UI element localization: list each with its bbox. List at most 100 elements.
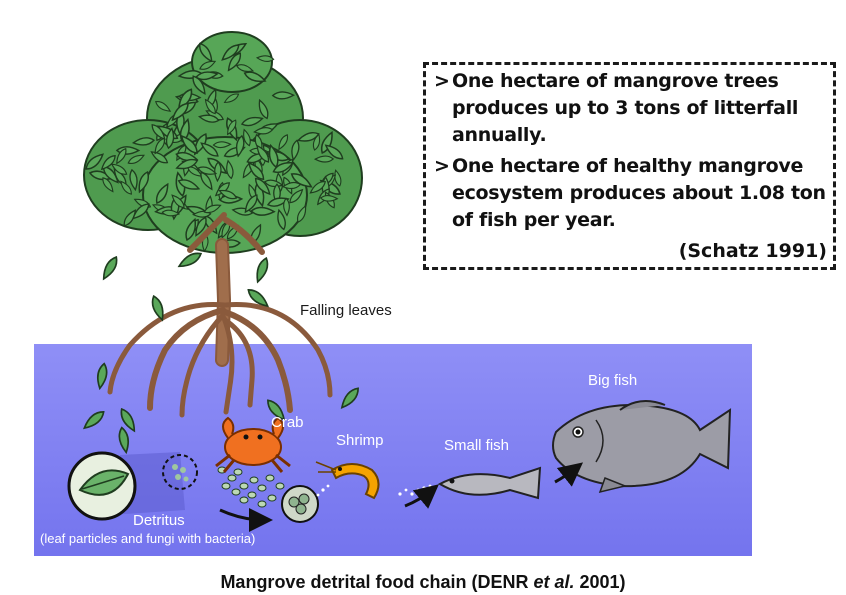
leaf-icon bbox=[175, 151, 199, 162]
caption-suffix: 2001) bbox=[574, 572, 626, 592]
big-fish-icon bbox=[552, 400, 732, 494]
figure-caption: Mangrove detrital food chain (DENR et al… bbox=[0, 572, 846, 593]
leaf-icon bbox=[258, 98, 269, 120]
leaf-icon bbox=[204, 98, 216, 115]
leaf-icon bbox=[96, 362, 108, 391]
leaf-icon bbox=[102, 177, 114, 193]
arrow-small-fish-to-big-fish bbox=[554, 462, 584, 487]
detritus-particle bbox=[249, 476, 259, 484]
crab-icon bbox=[215, 416, 291, 473]
leaf-icon bbox=[254, 177, 271, 196]
leaf-icon bbox=[226, 159, 234, 180]
detritus-particle bbox=[257, 484, 267, 492]
food-chain-arrows bbox=[219, 462, 584, 532]
leaf-icon bbox=[150, 151, 169, 164]
label-detritus: Detritus bbox=[133, 512, 185, 529]
fact-item: > One hectare of mangrove trees produces… bbox=[434, 68, 829, 149]
canopy-leaves bbox=[85, 42, 344, 253]
detritus-particle bbox=[221, 482, 231, 490]
leaf-icon bbox=[129, 168, 138, 192]
label-small-fish: Small fish bbox=[444, 437, 510, 454]
leaf-icon bbox=[250, 206, 276, 216]
leaf-icon bbox=[185, 217, 196, 241]
leaf-icon bbox=[161, 209, 181, 217]
leaf-icon bbox=[120, 407, 136, 433]
detritus-particle bbox=[257, 500, 267, 508]
detritus-magnifier bbox=[67, 451, 198, 521]
leaf-icon bbox=[296, 131, 320, 142]
arrow-detritus-to-particles bbox=[219, 507, 273, 532]
leaf-icon bbox=[203, 204, 222, 214]
leaf-icon bbox=[253, 127, 274, 135]
leaf-icon bbox=[223, 93, 240, 104]
leaf-icon bbox=[313, 155, 335, 163]
leaf-icon bbox=[281, 181, 302, 190]
leaf-icon bbox=[227, 119, 237, 136]
leaf-icon bbox=[214, 161, 222, 183]
falling-leaves bbox=[83, 252, 359, 455]
leaf-icon bbox=[221, 44, 240, 61]
leaf-icon bbox=[151, 294, 164, 322]
leaf-icon bbox=[255, 55, 275, 62]
leaf-icon bbox=[247, 289, 269, 308]
arrow-shrimp-to-small-fish bbox=[404, 484, 439, 509]
leaf-icon bbox=[171, 194, 185, 209]
leaf-icon bbox=[297, 204, 307, 223]
leaf-icon bbox=[256, 256, 269, 284]
leaf-icon bbox=[271, 91, 296, 100]
leaf-icon bbox=[309, 181, 327, 194]
leaf-icon bbox=[175, 158, 199, 170]
fact-text: One hectare of mangrove trees produces u… bbox=[452, 70, 799, 146]
leaf-icon bbox=[155, 182, 169, 205]
detritus-particles bbox=[217, 466, 285, 508]
caption-italic: et al. bbox=[533, 572, 575, 592]
mangrove-tree-trunk bbox=[107, 212, 333, 418]
leaf-icon bbox=[243, 128, 251, 147]
leaf-icon bbox=[131, 137, 156, 146]
leaf-icon bbox=[177, 179, 201, 190]
detritus-particle bbox=[233, 468, 243, 476]
fact-item: > One hectare of healthy mangrove ecosys… bbox=[434, 153, 829, 234]
leaf-icon bbox=[154, 137, 166, 155]
leaf-icon bbox=[319, 194, 339, 202]
leaf-icon bbox=[221, 221, 231, 239]
citation: (Schatz 1991) bbox=[678, 240, 827, 262]
label-detritus-description: (leaf particles and fungi with bacteria) bbox=[40, 531, 256, 546]
fact-box: > One hectare of mangrove trees produces… bbox=[423, 62, 836, 270]
leaf-icon bbox=[291, 139, 300, 162]
leaf-icon bbox=[83, 411, 105, 430]
leaf-icon bbox=[278, 134, 289, 151]
leaf-icon bbox=[120, 180, 132, 195]
leaf-icon bbox=[102, 165, 119, 184]
label-falling-leaves: Falling leaves bbox=[300, 302, 392, 319]
leaf-icon bbox=[200, 142, 219, 157]
leaf-icon bbox=[266, 197, 290, 207]
leaf-icon bbox=[334, 169, 342, 187]
leaf-icon bbox=[198, 114, 220, 123]
detritus-particle bbox=[247, 491, 257, 499]
leaf-icon bbox=[244, 194, 258, 214]
leaf-icon bbox=[165, 127, 175, 150]
small-fish-icon bbox=[437, 466, 542, 500]
leaf-icon bbox=[243, 71, 267, 83]
leaf-icon bbox=[235, 64, 255, 73]
leaf-icon bbox=[240, 116, 264, 127]
leaf-icon bbox=[324, 144, 344, 160]
leaf-icon bbox=[218, 189, 238, 200]
leaf-icon bbox=[290, 173, 313, 188]
leaf-icon bbox=[199, 60, 217, 70]
leaf-icon bbox=[214, 182, 230, 197]
leaf-icon bbox=[212, 141, 232, 149]
shrimp-icon bbox=[315, 461, 380, 500]
leaf-icon bbox=[195, 71, 219, 81]
leaf-icon bbox=[340, 387, 359, 409]
fact-marker: > bbox=[434, 155, 450, 177]
leaf-icon bbox=[116, 147, 127, 165]
leaf-icon bbox=[102, 255, 118, 281]
detritus-particle bbox=[239, 482, 249, 490]
leaf-icon bbox=[123, 209, 137, 227]
leaf-icon bbox=[138, 170, 150, 194]
leaf-icon bbox=[267, 399, 286, 421]
